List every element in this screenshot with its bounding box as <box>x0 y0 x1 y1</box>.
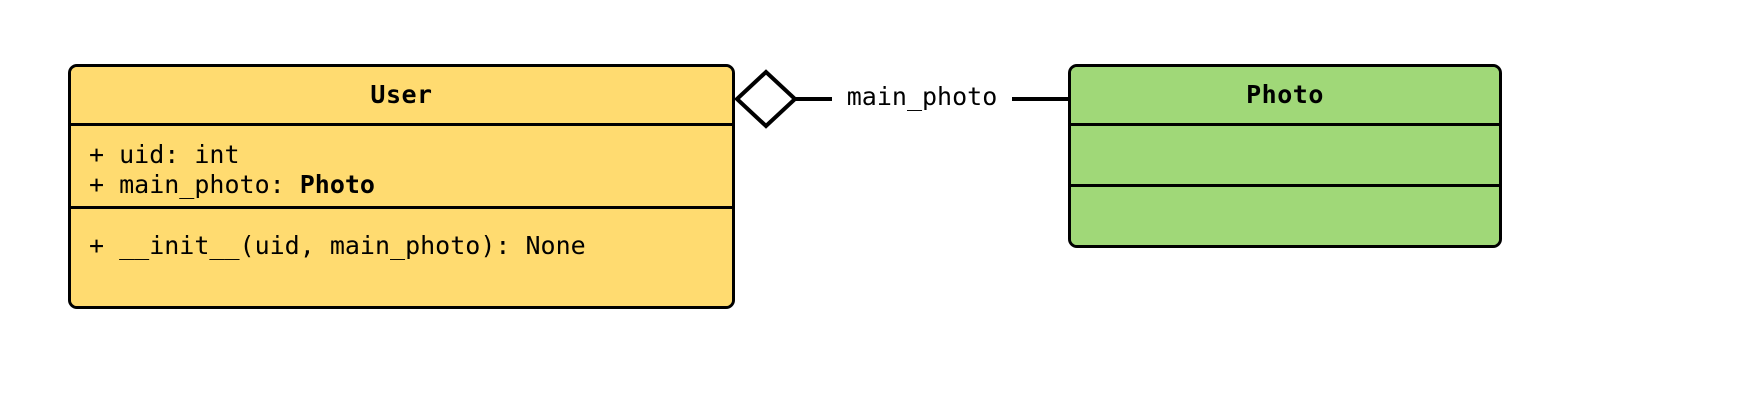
uml-class-photo-name: Photo <box>1246 80 1324 109</box>
uml-class-user-name: User <box>370 80 433 109</box>
association-line-graphic <box>734 69 1068 129</box>
uml-attribute-main-photo-type: Photo <box>299 170 375 199</box>
uml-class-user-title-compartment: User <box>71 67 732 123</box>
uml-class-photo-methods-compartment <box>1071 184 1499 245</box>
uml-class-photo-title-compartment: Photo <box>1071 67 1499 123</box>
association-label-main-photo: main_photo <box>832 82 1012 111</box>
uml-association-main-photo[interactable]: main_photo <box>734 64 1068 154</box>
uml-class-photo-attributes-compartment <box>1071 123 1499 184</box>
uml-class-user-methods-compartment: + __init__(uid, main_photo): None <box>71 206 732 306</box>
aggregation-diamond-icon <box>734 69 798 129</box>
uml-attribute-uid: + uid: int <box>89 140 240 169</box>
uml-class-photo[interactable]: Photo <box>1068 64 1502 248</box>
uml-class-user-attributes-compartment: + uid: int + main_photo: Photo <box>71 123 732 206</box>
uml-attribute-main-photo-prefix: + main_photo: <box>89 170 300 199</box>
uml-class-user[interactable]: User + uid: int + main_photo: Photo + __… <box>68 64 735 309</box>
uml-attribute-main-photo: + main_photo: Photo <box>89 170 732 200</box>
uml-method-init: + __init__(uid, main_photo): None <box>89 231 586 260</box>
